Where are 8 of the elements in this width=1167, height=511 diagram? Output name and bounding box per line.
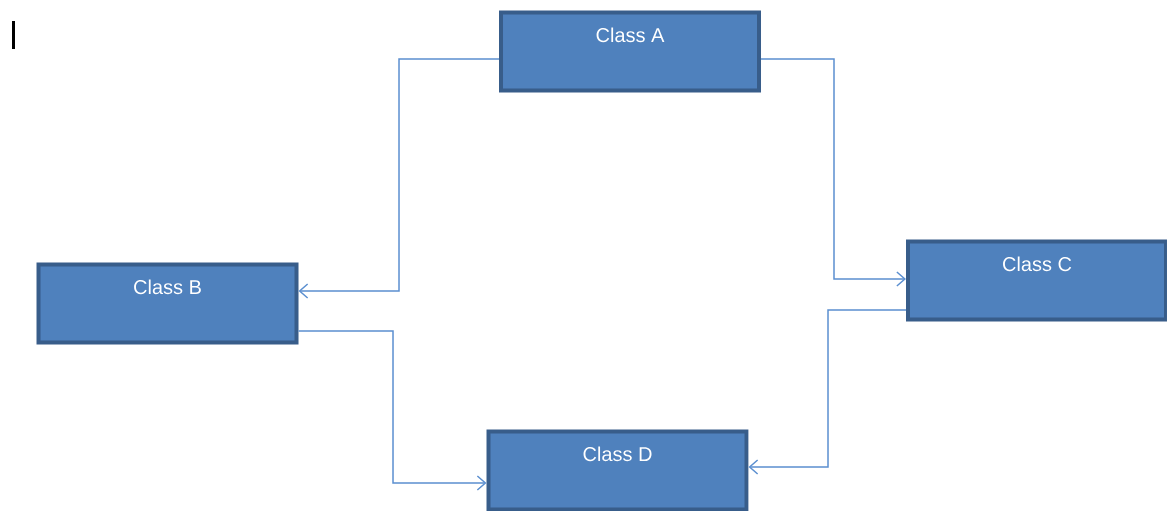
class-box: Class D: [486, 429, 749, 511]
class-box: Class A: [499, 10, 761, 93]
class-box: Class C: [906, 239, 1167, 322]
arrow: [298, 58, 500, 299]
arrow: [748, 309, 907, 475]
arrow: [760, 58, 906, 287]
arrow: [297, 330, 487, 491]
class-box: Class B: [36, 262, 299, 345]
